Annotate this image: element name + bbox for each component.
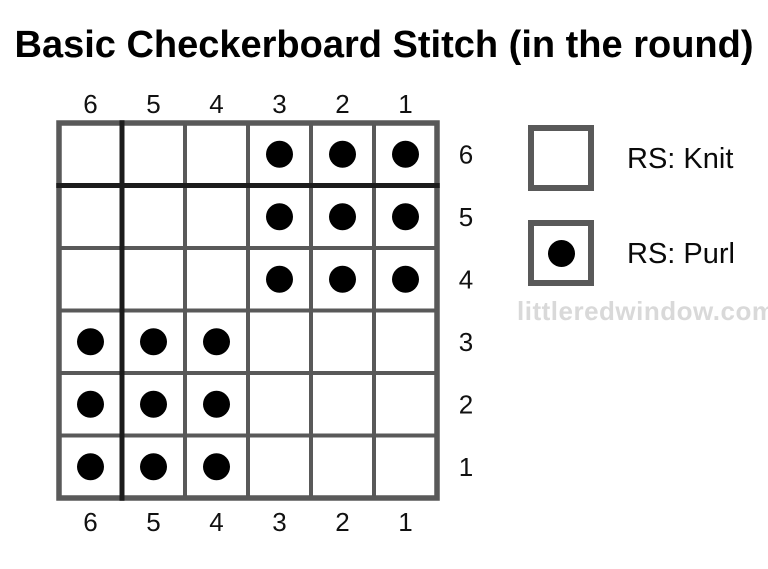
purl-dot — [266, 140, 293, 168]
purl-dot — [140, 328, 167, 356]
purl-dot — [203, 390, 230, 418]
column-label-bottom: 6 — [83, 507, 97, 537]
purl-dot — [77, 453, 104, 481]
column-label-top: 4 — [209, 89, 223, 119]
legend-label-knit: RS: Knit — [627, 143, 734, 175]
row-label-right: 3 — [459, 327, 473, 357]
purl-symbol-square — [528, 220, 594, 286]
purl-dot — [329, 265, 356, 293]
knit-symbol-square — [528, 125, 594, 191]
purl-dot — [266, 203, 293, 231]
purl-dot — [203, 328, 230, 356]
legend-label-purl: RS: Purl — [627, 238, 735, 270]
purl-dot-icon — [547, 239, 575, 267]
row-label-right: 5 — [459, 202, 473, 232]
purl-dot — [77, 390, 104, 418]
column-label-top: 1 — [398, 89, 412, 119]
purl-dot — [329, 203, 356, 231]
watermark: littleredwindow.com — [517, 296, 768, 326]
row-label-right: 2 — [459, 389, 473, 419]
page-title: Basic Checkerboard Stitch (in the round) — [14, 24, 754, 66]
row-label-right: 4 — [459, 264, 473, 294]
purl-dot — [392, 265, 419, 293]
purl-dot — [140, 390, 167, 418]
column-label-top: 2 — [335, 89, 349, 119]
column-label-bottom: 3 — [272, 507, 286, 537]
row-label-right: 6 — [459, 139, 473, 169]
purl-dot — [392, 203, 419, 231]
column-label-bottom: 4 — [209, 507, 223, 537]
column-label-top: 6 — [83, 89, 97, 119]
purl-dot — [266, 265, 293, 293]
column-label-bottom: 2 — [335, 507, 349, 537]
column-label-bottom: 5 — [146, 507, 160, 537]
purl-dot — [140, 453, 167, 481]
purl-dot — [77, 328, 104, 356]
purl-dot — [329, 140, 356, 168]
row-label-right: 1 — [459, 452, 473, 482]
column-label-top: 3 — [272, 89, 286, 119]
column-label-top: 5 — [146, 89, 160, 119]
purl-dot — [203, 453, 230, 481]
purl-dot — [392, 140, 419, 168]
column-label-bottom: 1 — [398, 507, 412, 537]
grid-outer-border — [56, 120, 440, 501]
